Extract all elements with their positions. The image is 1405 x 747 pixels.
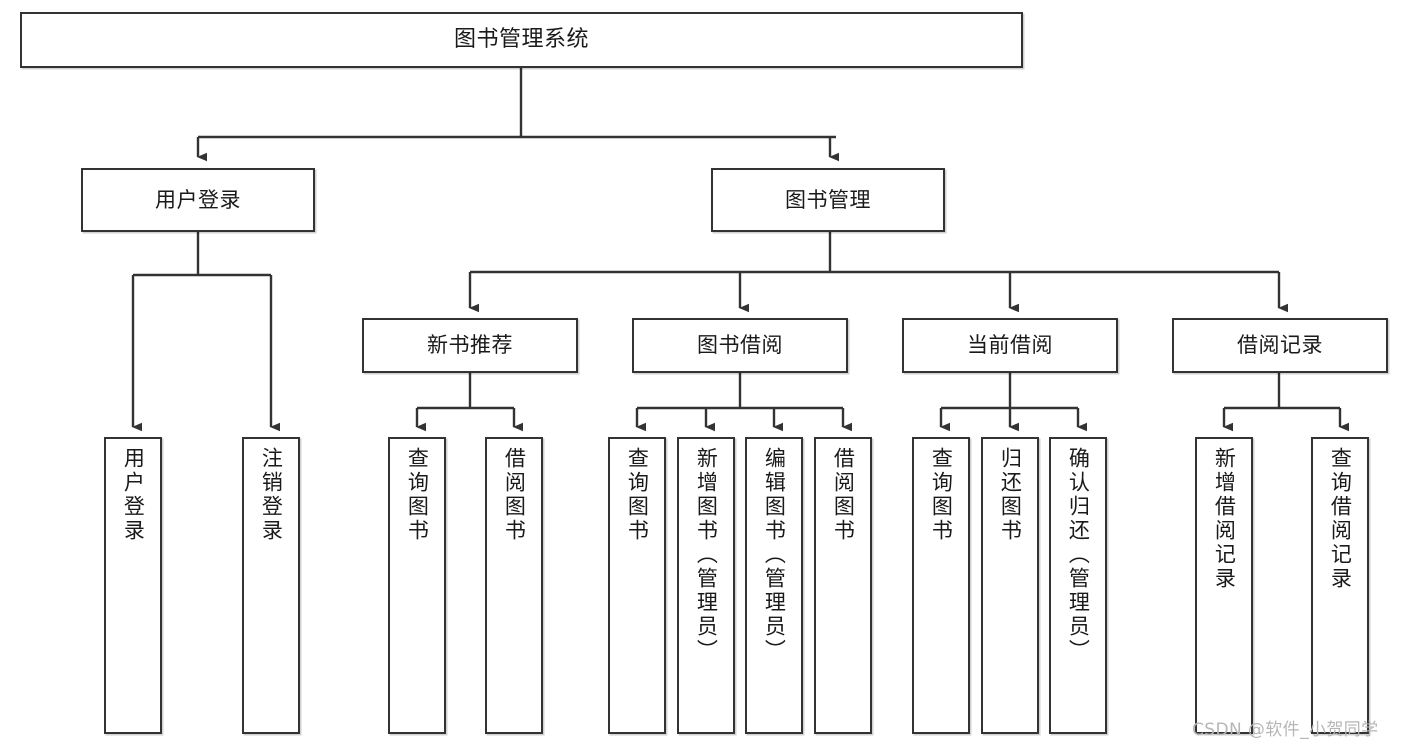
node-label: 图书借阅	[697, 333, 783, 358]
node-current-borrow[interactable]: 当前借阅	[902, 318, 1118, 373]
node-root-book-management-system[interactable]: 图书管理系统	[20, 12, 1023, 68]
node-label: 当前借阅	[967, 333, 1053, 358]
node-leaf-borrow-book-recommend[interactable]: 借阅图书	[485, 437, 543, 734]
node-label: 查询借阅记录	[1328, 447, 1353, 591]
node-leaf-confirm-return[interactable]: 确认归还（管理员）	[1049, 437, 1107, 734]
node-book-borrow[interactable]: 图书借阅	[632, 318, 848, 373]
node-label: 查询图书	[625, 447, 650, 543]
node-leaf-edit-book[interactable]: 编辑图书（管理员）	[745, 437, 803, 734]
node-new-book-recommend[interactable]: 新书推荐	[362, 318, 578, 373]
node-label: 查询图书	[929, 447, 954, 543]
node-leaf-user-login[interactable]: 用户登录	[104, 437, 162, 734]
node-label: 编辑图书（管理员）	[762, 447, 787, 663]
node-leaf-query-book-current[interactable]: 查询图书	[912, 437, 970, 734]
node-label: 新书推荐	[427, 333, 513, 358]
node-user-login[interactable]: 用户登录	[81, 168, 315, 232]
node-leaf-add-book[interactable]: 新增图书（管理员）	[677, 437, 735, 734]
node-label: 归还图书	[998, 447, 1023, 543]
node-label: 新增借阅记录	[1212, 447, 1237, 591]
watermark-text: CSDN @软件_小贺同学	[1192, 720, 1379, 740]
node-label: 新增图书（管理员）	[694, 447, 719, 663]
node-label: 借阅记录	[1237, 333, 1323, 358]
node-label: 注销登录	[259, 447, 284, 543]
node-leaf-add-borrow-record[interactable]: 新增借阅记录	[1195, 437, 1253, 734]
node-label: 借阅图书	[831, 447, 856, 543]
node-label: 图书管理系统	[453, 27, 589, 53]
node-label: 图书管理	[785, 187, 871, 212]
node-book-manage[interactable]: 图书管理	[711, 168, 945, 232]
node-label: 查询图书	[405, 447, 430, 543]
node-label: 确认归还（管理员）	[1066, 447, 1091, 663]
node-leaf-user-logout[interactable]: 注销登录	[242, 437, 300, 734]
node-label: 用户登录	[155, 187, 241, 212]
node-label: 用户登录	[121, 447, 146, 543]
node-leaf-borrow-book[interactable]: 借阅图书	[814, 437, 872, 734]
node-leaf-query-book-recommend[interactable]: 查询图书	[388, 437, 446, 734]
node-borrow-record[interactable]: 借阅记录	[1172, 318, 1388, 373]
node-label: 借阅图书	[502, 447, 527, 543]
node-leaf-return-book[interactable]: 归还图书	[981, 437, 1039, 734]
node-leaf-query-book-borrow[interactable]: 查询图书	[608, 437, 666, 734]
node-leaf-query-borrow-record[interactable]: 查询借阅记录	[1311, 437, 1369, 734]
